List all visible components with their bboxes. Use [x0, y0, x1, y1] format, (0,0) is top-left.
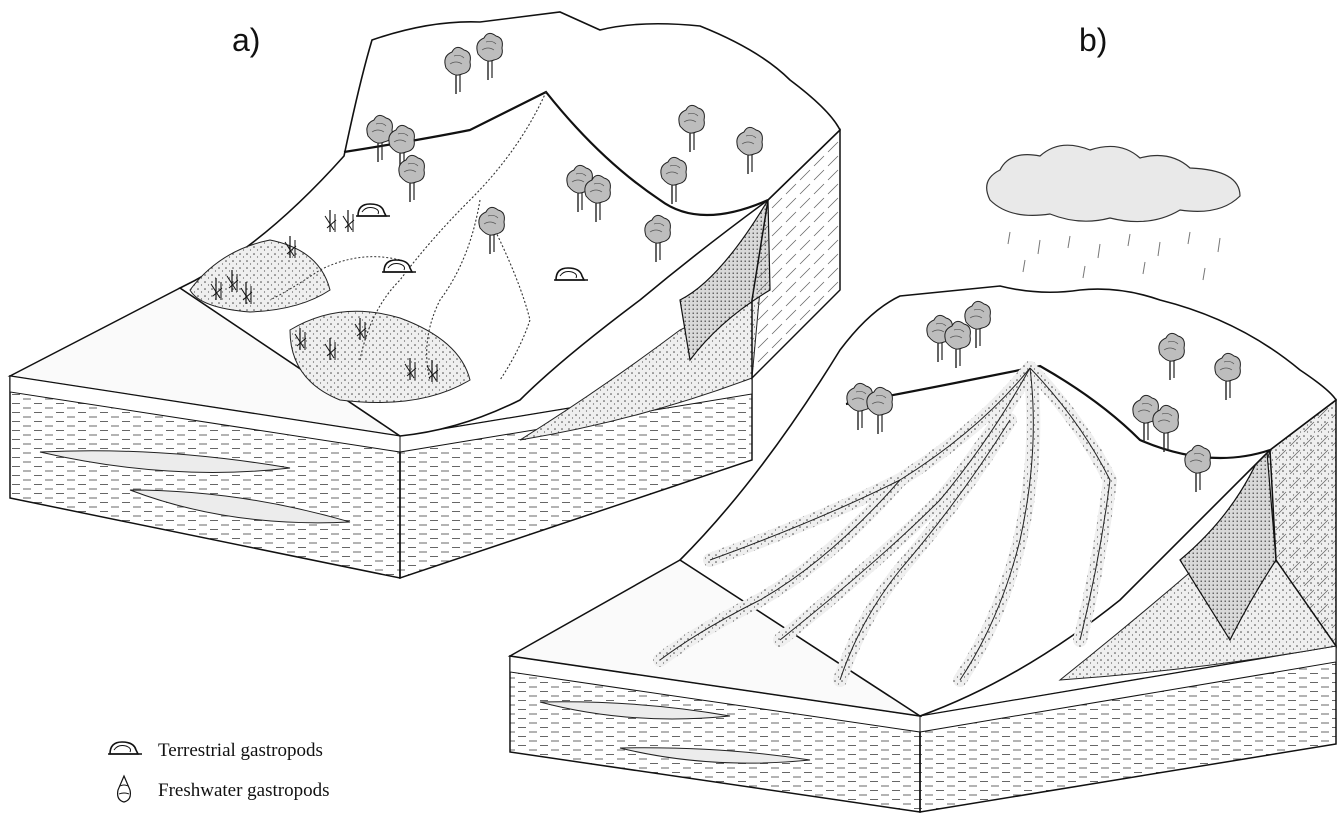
legend-item-freshwater: Freshwater gastropods — [96, 776, 330, 806]
rain — [1008, 232, 1220, 280]
rain-cloud — [987, 145, 1240, 221]
legend-label-terrestrial: Terrestrial gastropods — [158, 740, 323, 762]
panel-label-a: a) — [232, 22, 260, 59]
panel-label-b: b) — [1079, 22, 1107, 59]
legend-item-terrestrial: Terrestrial gastropods — [96, 736, 323, 766]
block-diagram-a — [10, 12, 840, 578]
legend-label-freshwater: Freshwater gastropods — [158, 780, 330, 802]
